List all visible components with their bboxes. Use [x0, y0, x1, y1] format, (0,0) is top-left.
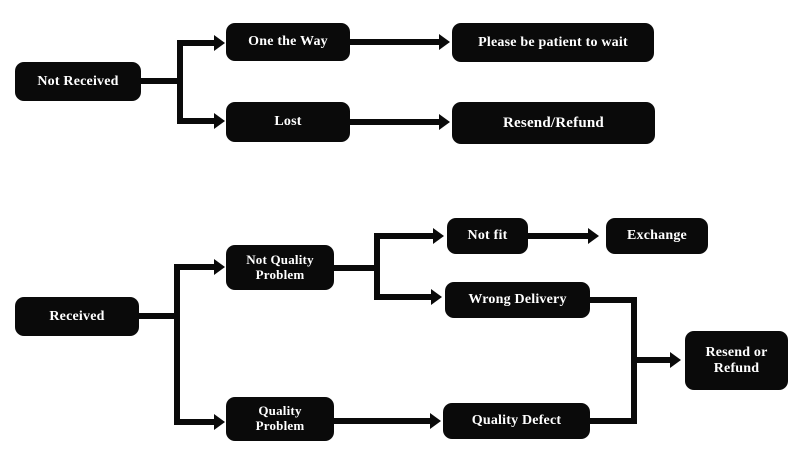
node-not-received[interactable]: Not Received [15, 62, 141, 101]
node-resend-or-refund-line1: Resend or [705, 344, 768, 360]
arrowhead-to-wrong-delivery [431, 289, 442, 305]
connector-junction-to-one-the-way [177, 40, 218, 46]
arrowhead-to-not-fit [433, 228, 444, 244]
node-not-quality-problem[interactable]: Not Quality Problem [226, 245, 334, 290]
node-resend-refund[interactable]: Resend/Refund [452, 102, 655, 144]
connector-subjunction-to-wrong-delivery [374, 294, 434, 300]
connector-junction-to-lost [177, 118, 218, 124]
node-received[interactable]: Received [15, 297, 139, 336]
node-quality-defect-label: Quality Defect [471, 413, 562, 429]
connector-one-the-way-to-please-be-patient [350, 39, 442, 45]
node-quality-problem-line1: Quality [258, 403, 302, 419]
node-one-the-way-label: One the Way [248, 34, 328, 50]
node-quality-defect[interactable]: Quality Defect [443, 403, 590, 439]
connector-subjunction-vertical [374, 233, 380, 300]
arrowhead-to-lost [214, 113, 225, 129]
connector-junction-top-vertical [177, 40, 183, 124]
node-received-label: Received [49, 308, 105, 324]
arrowhead-to-exchange [588, 228, 599, 244]
connector-not-received-to-junction [139, 78, 183, 84]
connector-junction-bottom-vertical [174, 264, 180, 425]
connector-quality-defect-to-merge [589, 418, 637, 424]
node-resend-or-refund-line2: Refund [713, 360, 760, 376]
arrowhead-to-resend-or-refund [670, 352, 681, 368]
node-one-the-way[interactable]: One the Way [226, 23, 350, 61]
node-wrong-delivery[interactable]: Wrong Delivery [445, 282, 590, 318]
connector-junction-to-not-quality-problem [174, 264, 218, 270]
node-lost-label: Lost [274, 114, 302, 130]
node-not-received-label: Not Received [37, 73, 119, 89]
connector-received-to-junction [137, 313, 180, 319]
node-exchange[interactable]: Exchange [606, 218, 708, 254]
connector-lost-to-resend-refund [350, 119, 442, 125]
node-resend-refund-label: Resend/Refund [503, 114, 604, 131]
node-please-be-patient-to-wait[interactable]: Please be patient to wait [452, 23, 654, 62]
node-quality-problem[interactable]: Quality Problem [226, 397, 334, 441]
connector-subjunction-to-not-fit [374, 233, 436, 239]
connector-not-quality-problem-to-subjunction [333, 265, 379, 271]
node-not-quality-problem-line2: Problem [255, 266, 305, 282]
node-lost[interactable]: Lost [226, 102, 350, 142]
connector-wrong-delivery-to-merge [589, 297, 637, 303]
arrowhead-to-please-be-patient [439, 34, 450, 50]
node-not-fit-label: Not fit [467, 228, 508, 244]
node-please-be-patient-label: Please be patient to wait [478, 34, 628, 50]
connector-not-fit-to-exchange [528, 233, 590, 239]
arrowhead-to-quality-defect [430, 413, 441, 429]
node-quality-problem-line2: Problem [255, 418, 305, 433]
node-exchange-label: Exchange [627, 228, 687, 244]
node-not-fit[interactable]: Not fit [447, 218, 528, 254]
arrowhead-to-resend-refund [439, 114, 450, 130]
arrowhead-to-one-the-way [214, 35, 225, 51]
node-wrong-delivery-label: Wrong Delivery [468, 292, 567, 308]
connector-quality-problem-to-quality-defect [333, 418, 432, 424]
arrowhead-to-quality-problem [214, 414, 225, 430]
node-not-quality-problem-line1: Not Quality [246, 251, 314, 267]
connector-merge-to-resend-or-refund [631, 357, 673, 363]
arrowhead-to-not-quality-problem [214, 259, 225, 275]
node-resend-or-refund[interactable]: Resend or Refund [685, 331, 788, 390]
connector-junction-to-quality-problem [174, 419, 218, 425]
